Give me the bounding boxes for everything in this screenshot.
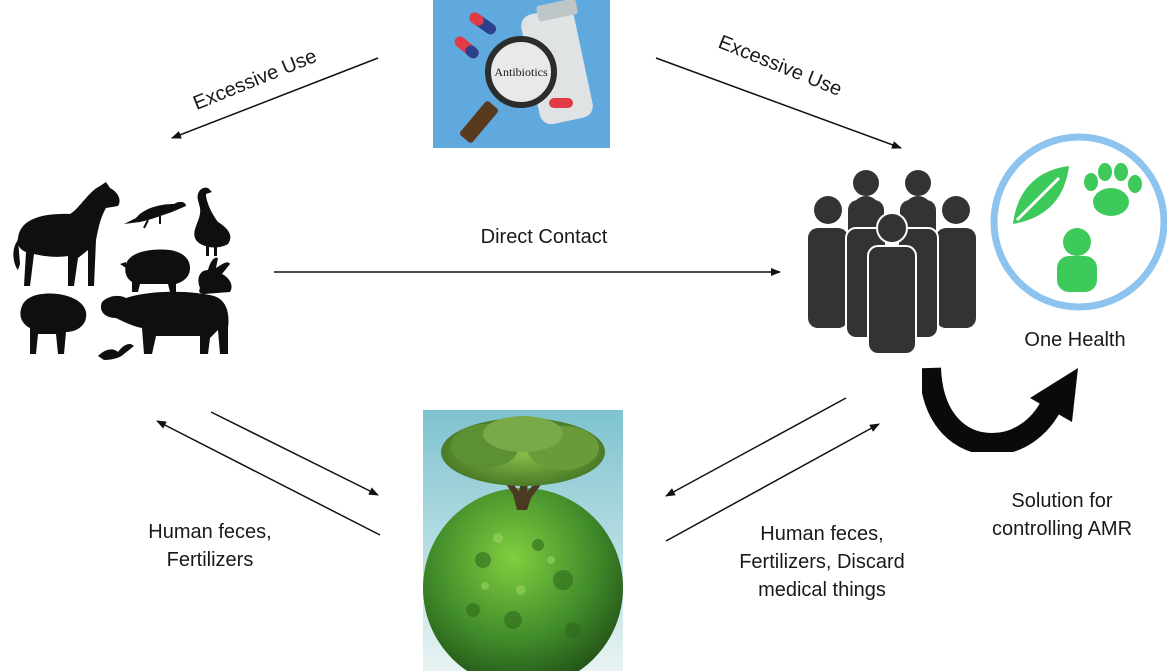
leaf-icon [1013,166,1069,224]
right-feces-label: Human feces, Fertilizers, Discard medica… [722,520,922,604]
one-health-label: One Health [1024,329,1126,351]
left-feces-label: Human feces, Fertilizers [130,518,290,574]
solution-line1: Solution for [1011,490,1113,512]
person-icon [1057,228,1097,292]
direct-contact-label: Direct Contact [480,226,608,248]
arrow-people-to-earth [665,397,847,497]
right-feces-line1: Human feces, [760,523,884,545]
arrow-animals-to-earth [210,411,379,496]
right-feces-line3: medical things [758,579,886,601]
one-health-icon [989,132,1167,314]
arrow-excessive-use-right [655,57,902,149]
solution-line2: controlling AMR [991,518,1133,540]
people-group-icon [806,168,978,354]
antibiotics-image: Antibiotics [433,0,610,148]
left-feces-line2: Fertilizers [166,549,254,571]
arrow-earth-to-animals [156,420,381,536]
animals-silhouette-image [0,178,245,363]
right-feces-line2: Fertilizers, Discard [739,551,905,573]
antibiotics-label: Antibiotics [494,65,548,79]
solution-label: Solution for controlling AMR [972,487,1152,543]
arrow-earth-to-people [665,423,880,542]
cycle-arrow-icon [922,367,1078,452]
earth-tree-image [423,410,623,671]
arrow-excessive-use-left [171,57,379,139]
left-feces-line1: Human feces, [148,521,272,543]
paw-icon [1084,163,1142,216]
